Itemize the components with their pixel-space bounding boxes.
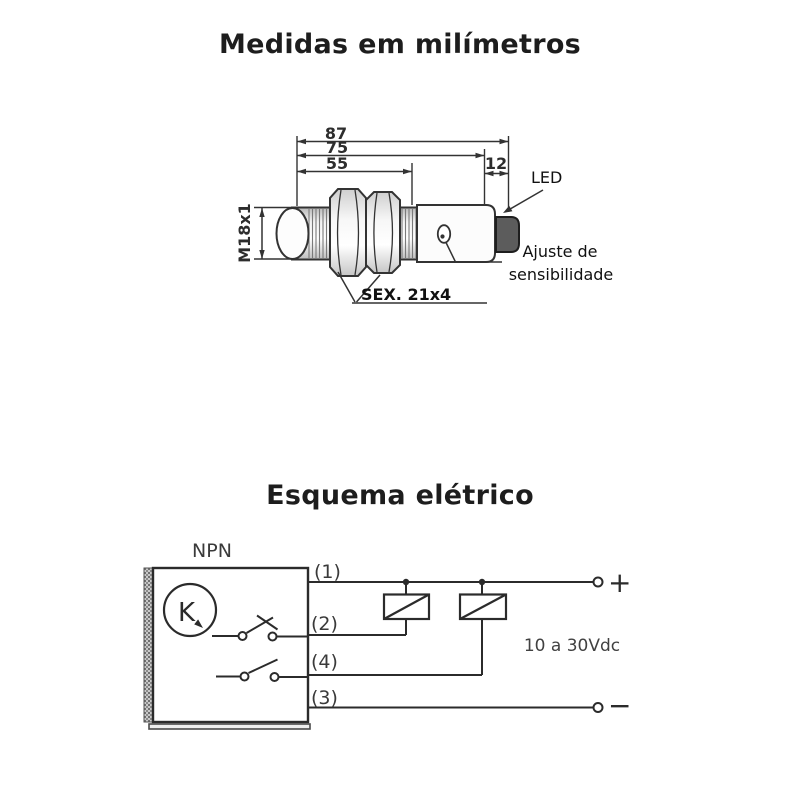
adjust-label-line1: Ajuste de xyxy=(522,242,597,261)
measures-title: Medidas em milímetros xyxy=(218,29,582,60)
thread-hatching xyxy=(308,209,417,258)
positive-terminal xyxy=(592,576,604,588)
wires xyxy=(308,581,594,709)
junction-dot-2 xyxy=(478,578,486,586)
sensor-body-drawing xyxy=(275,188,520,277)
electrical-schematic: NPN K xyxy=(143,540,631,730)
led-label: LED xyxy=(531,168,562,187)
sensor-symbol-circle xyxy=(162,582,218,638)
adjust-leader-line xyxy=(445,242,502,263)
negative-terminal xyxy=(592,702,604,713)
adjustment-screw xyxy=(436,224,452,244)
hex-leader-lines xyxy=(337,271,487,304)
sensor-dimension-drawing: 87 75 55 12 xyxy=(235,124,614,304)
sensor-box-hatch-edge xyxy=(143,567,154,723)
npn-type-label: NPN xyxy=(192,540,232,562)
thread-size-label: M18x1 xyxy=(235,203,254,263)
dimension-arrowheads xyxy=(259,138,509,259)
hex-size-label: SEX. 21x4 xyxy=(361,285,451,304)
supply-voltage-label: 10 a 30Vdc xyxy=(524,636,620,656)
junction-dot-1 xyxy=(402,578,410,586)
sensor-symbol-arrow xyxy=(194,619,203,628)
plus-sign-label: + xyxy=(608,566,631,599)
dimension-55-label: 55 xyxy=(326,154,348,173)
hex-nut-1 xyxy=(329,188,367,277)
extension-lines xyxy=(254,136,510,260)
sensing-face xyxy=(275,207,310,260)
load-symbol-2 xyxy=(458,593,508,621)
pin-2-label: (2) xyxy=(311,613,338,635)
adjust-label-line2: sensibilidade xyxy=(509,265,614,284)
hex-nut-2 xyxy=(365,191,401,274)
sensor-symbol-letter: K xyxy=(178,598,196,628)
pin-1-label: (1) xyxy=(314,561,341,583)
load-symbol-1 xyxy=(382,593,431,621)
switch-contact-1 xyxy=(212,614,307,642)
led-leader-line xyxy=(503,189,544,213)
adjustment-screw-dot xyxy=(440,234,445,239)
led-end-cap xyxy=(495,216,520,253)
minus-sign-label: − xyxy=(608,689,631,722)
pin-4-label: (4) xyxy=(311,651,338,673)
dimension-87-label: 87 xyxy=(325,124,347,143)
dimension-75-label: 75 xyxy=(326,138,348,157)
pin-3-label: (3) xyxy=(311,687,338,709)
switch-contact-2 xyxy=(216,658,307,682)
sensor-box-base xyxy=(148,723,311,730)
housing-body xyxy=(416,204,496,263)
dimension-12-label: 12 xyxy=(485,154,507,173)
schematic-title: Esquema elétrico xyxy=(266,480,534,511)
